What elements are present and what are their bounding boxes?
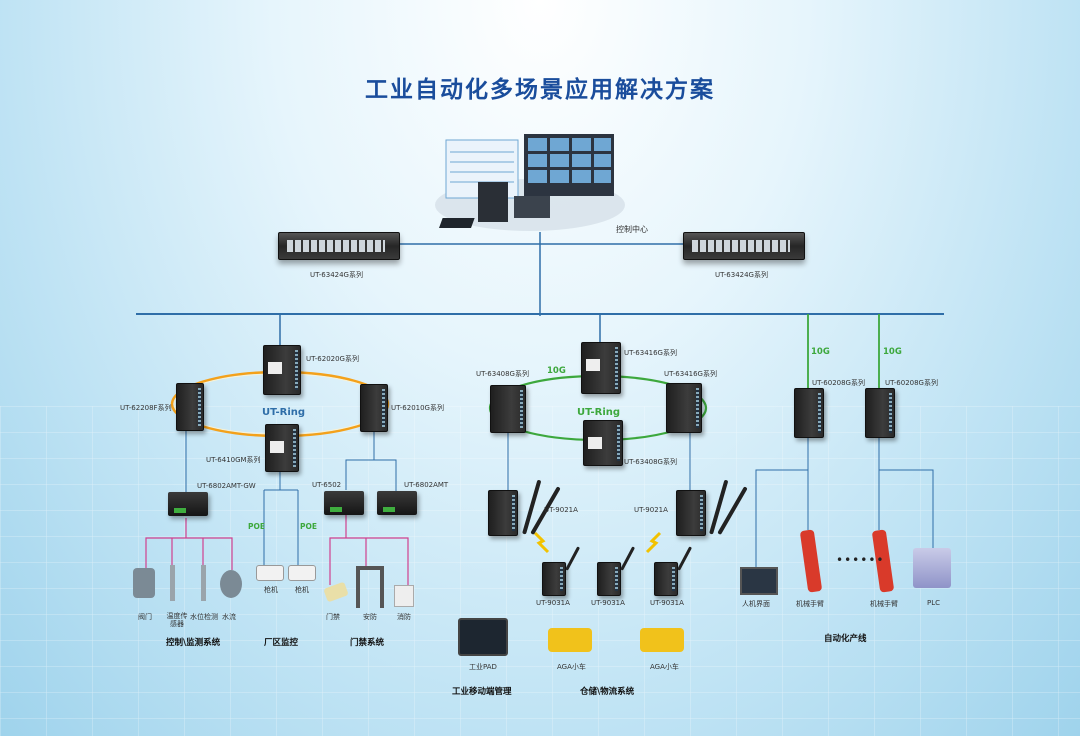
gateway-6802amt-label: UT-6802AMT bbox=[404, 481, 449, 489]
ap-9021a-left bbox=[488, 490, 518, 536]
section-control-monitoring: 控制\监测系统 bbox=[166, 638, 221, 648]
water-flow-label: 水流 bbox=[222, 613, 236, 621]
client-9031a-1-label: UT-9031A bbox=[536, 599, 570, 607]
agv-cart-icon bbox=[548, 628, 592, 652]
switch-62208f bbox=[176, 383, 204, 431]
ap-9021a-left-label: UT-9021A bbox=[544, 506, 578, 514]
link-sensors bbox=[145, 518, 233, 570]
switch-63408g-bottom-label: UT-63408G系列 bbox=[624, 458, 677, 466]
gateway-6802amt-gw-label: UT-6802AMT-GW bbox=[197, 482, 256, 490]
valve-icon bbox=[133, 568, 155, 598]
wireless-bolt-b bbox=[645, 531, 662, 554]
temperature-sensor-icon bbox=[170, 565, 175, 601]
server-icon bbox=[478, 182, 508, 222]
switch-60208g-b-label: UT-60208G系列 bbox=[885, 379, 938, 387]
valve-label: 阀门 bbox=[138, 613, 152, 621]
plc-icon bbox=[913, 548, 951, 588]
poe-label-b: POE bbox=[300, 522, 317, 531]
switch-62208f-label: UT-62208F系列 bbox=[120, 404, 172, 412]
section-access-control: 门禁系统 bbox=[350, 638, 385, 648]
left-ring-label: UT-Ring bbox=[262, 407, 306, 418]
mid-ring-speed: 10G bbox=[547, 366, 566, 376]
switch-63408g-bottom bbox=[583, 420, 623, 466]
section-warehouse-logistics: 仓储\物流系统 bbox=[580, 687, 635, 697]
access-label: 门禁 bbox=[326, 613, 340, 621]
plc-label: PLC bbox=[927, 599, 941, 607]
switch-63416g-top-label: UT-63416G系列 bbox=[624, 349, 677, 357]
ap-9021a-right-label: UT-9021A bbox=[634, 506, 668, 514]
switch-60208g-a bbox=[794, 388, 824, 438]
switch-60208g-a-label: UT-60208G系列 bbox=[812, 379, 865, 387]
speed-label-a: 10G bbox=[811, 347, 830, 357]
switch-63408g-left bbox=[490, 385, 526, 433]
link-access-devices bbox=[329, 512, 409, 585]
gateway-6502-label: UT-6502 bbox=[312, 481, 342, 489]
switch-62010g bbox=[360, 384, 388, 432]
security-label: 安防 bbox=[363, 613, 377, 621]
gateway-6502 bbox=[324, 491, 364, 515]
agv-label-a: AGA小车 bbox=[557, 663, 586, 671]
switch-62020g bbox=[263, 345, 301, 395]
robot-arm-label-a: 机械手臂 bbox=[796, 600, 824, 608]
security-gate-icon bbox=[356, 566, 384, 608]
temperature-sensor-label: 温度传感器 bbox=[166, 612, 188, 628]
floor-grid bbox=[0, 406, 1080, 736]
hmi-label: 人机界面 bbox=[742, 600, 770, 608]
camera-label-a: 枪机 bbox=[264, 586, 278, 594]
switch-6410gm bbox=[265, 424, 299, 472]
mid-ring-label: UT-Ring bbox=[577, 407, 621, 418]
link-line-a bbox=[755, 438, 809, 570]
switch-6410gm-label: UT-6410GM系列 bbox=[206, 456, 261, 464]
core-switch-left-label: UT-63424G系列 bbox=[310, 271, 363, 279]
client-9031a-1 bbox=[542, 562, 566, 596]
continuation-dots: •••••• bbox=[836, 553, 885, 567]
water-flow-icon bbox=[220, 570, 242, 598]
switch-62010g-label: UT-62010G系列 bbox=[391, 404, 444, 412]
fire-alarm-icon bbox=[394, 585, 414, 607]
console-icon bbox=[514, 196, 550, 218]
bullet-camera-icon bbox=[256, 565, 284, 581]
agv-label-b: AGA小车 bbox=[650, 663, 679, 671]
core-switch-left bbox=[278, 232, 400, 260]
pad-label: 工业PAD bbox=[469, 663, 497, 671]
control-center-label: 控制中心 bbox=[616, 225, 648, 234]
switch-63416g-top bbox=[581, 342, 621, 394]
switch-62020g-label: UT-62020G系列 bbox=[306, 355, 359, 363]
client-9031a-2 bbox=[597, 562, 621, 596]
bullet-camera-icon bbox=[288, 565, 316, 581]
agv-cart-icon bbox=[640, 628, 684, 652]
gateway-6802amt-gw bbox=[168, 492, 208, 516]
core-switch-right bbox=[683, 232, 805, 260]
page-title: 工业自动化多场景应用解决方案 bbox=[365, 77, 715, 103]
fire-label: 消防 bbox=[397, 613, 411, 621]
switch-60208g-b bbox=[865, 388, 895, 438]
switch-63416g-right-label: UT-63416G系列 bbox=[664, 370, 717, 378]
camera-label-b: 枪机 bbox=[295, 586, 309, 594]
wireless-bolt-a bbox=[533, 531, 550, 554]
keyboard-icon bbox=[439, 218, 475, 228]
speed-label-b: 10G bbox=[883, 347, 902, 357]
client-9031a-3 bbox=[654, 562, 678, 596]
client-9031a-2-label: UT-9031A bbox=[591, 599, 625, 607]
ap-9021a-right bbox=[676, 490, 706, 536]
gateway-6802amt bbox=[377, 491, 417, 515]
section-plant-surveillance: 厂区监控 bbox=[264, 638, 299, 648]
hmi-screen-icon bbox=[740, 567, 778, 595]
section-mobile-management: 工业移动端管理 bbox=[452, 687, 512, 697]
switch-63408g-left-label: UT-63408G系列 bbox=[476, 370, 529, 378]
core-switch-right-label: UT-63424G系列 bbox=[715, 271, 768, 279]
industrial-pad-icon bbox=[458, 618, 508, 656]
link-line-b bbox=[878, 438, 934, 548]
water-level-label: 水位检测 bbox=[190, 613, 218, 621]
robot-arm-label-b: 机械手臂 bbox=[870, 600, 898, 608]
link-cameras bbox=[263, 489, 299, 565]
client-9031a-3-label: UT-9031A bbox=[650, 599, 684, 607]
water-level-sensor-icon bbox=[201, 565, 206, 601]
switch-63416g-right bbox=[666, 383, 702, 433]
link-access bbox=[345, 430, 397, 492]
section-automation-line: 自动化产线 bbox=[824, 634, 867, 644]
poe-label-a: POE bbox=[248, 522, 265, 531]
